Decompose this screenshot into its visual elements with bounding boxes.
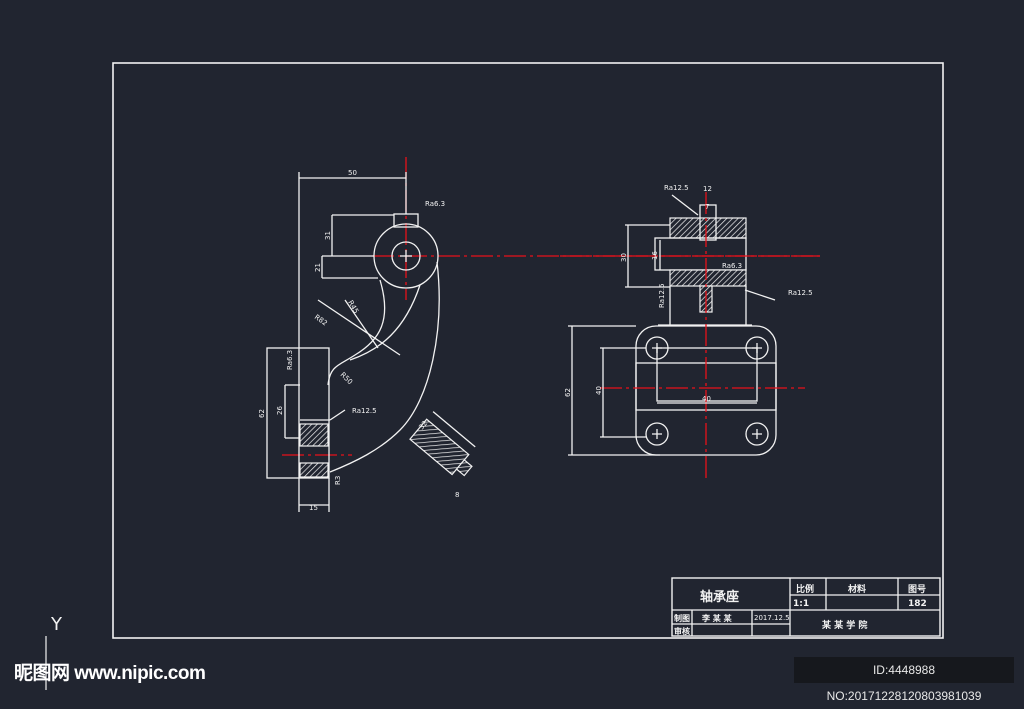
- dim-label: 40: [702, 395, 711, 403]
- checked-label: 审核: [674, 626, 690, 636]
- drawn-label: 制图: [674, 613, 690, 623]
- ucs-axis-icon: Y: [45, 614, 63, 690]
- cad-drawing-canvas[interactable]: 50 Ra6.3 31 21 R82 R45 R50 Ra6.3 26 Ra12…: [0, 0, 1024, 690]
- roughness-label: Ra6.3: [722, 262, 742, 270]
- roughness-label: Ra12.5: [664, 184, 689, 192]
- drawn-name: 李 某 某: [701, 613, 733, 623]
- school-name: 某 某 学 院: [822, 619, 867, 631]
- dim-label: R3: [334, 476, 342, 485]
- dim-label: 7: [705, 203, 709, 211]
- dim-label: 8: [455, 491, 459, 499]
- left-view: 50 Ra6.3 31 21 R82 R45 R50 Ra6.3 26 Ra12…: [258, 157, 820, 512]
- dim-label: 15: [309, 504, 318, 512]
- dim-label: 31: [324, 231, 332, 240]
- dim-label: R45: [346, 299, 360, 315]
- drawing-no-label: 图号: [908, 584, 926, 595]
- dim-label: 26: [276, 406, 284, 415]
- dim-label: R82: [313, 313, 329, 327]
- dim-label: R50: [339, 371, 354, 386]
- watermark-site: 昵图网 www.nipic.com: [14, 663, 206, 684]
- roughness-label: Ra12.5: [788, 289, 813, 297]
- roughness-label: Ra12.5: [352, 407, 377, 415]
- drawn-date: 2017.12.5: [754, 614, 790, 622]
- dim-label: 21: [314, 263, 322, 272]
- dim-label: 32: [417, 419, 429, 431]
- ucs-y-label: Y: [50, 614, 63, 635]
- drawing-frame: [112, 62, 944, 639]
- roughness-label: Ra6.3: [425, 200, 445, 208]
- scale-label: 比例: [796, 583, 814, 595]
- dim-label: 62: [258, 409, 266, 418]
- title-block: 轴承座 比例 材料 图号 1:1 182 制图 李 某 某 2017.12.5 …: [671, 577, 941, 637]
- dim-label: 16: [651, 251, 659, 260]
- dim-label: 12: [703, 185, 712, 193]
- right-view: Ra12.5 12 7 30 16 Ra6.3 Ra12.5 Ra12.5 62…: [560, 184, 820, 482]
- drawing-no-value: 182: [908, 599, 927, 609]
- scale-value: 1:1: [793, 599, 809, 609]
- roughness-label: Ra12.5: [658, 283, 666, 308]
- drawing-title: 轴承座: [700, 589, 739, 605]
- watermark-id: ID:4448988 NO:20171228120803981039: [794, 657, 1014, 703]
- dim-label: 50: [348, 169, 357, 177]
- roughness-label: Ra6.3: [286, 350, 294, 370]
- dim-label: 30: [620, 253, 628, 262]
- dim-label: 40: [595, 386, 603, 395]
- material-label: 材料: [847, 583, 866, 595]
- dim-label: 62: [564, 388, 572, 397]
